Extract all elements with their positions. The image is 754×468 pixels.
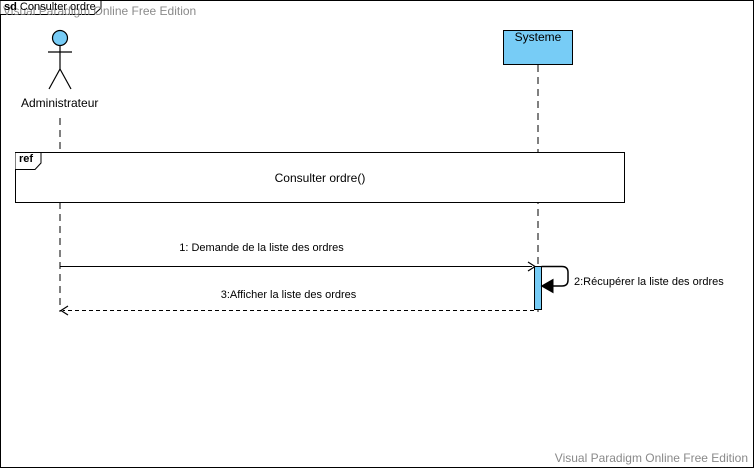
ref-keyword: ref (19, 153, 34, 165)
message-2-self-line (541, 265, 569, 287)
watermark-bottom: Visual Paradigm Online Free Edition (554, 451, 748, 465)
systeme-label: Systeme (514, 30, 562, 44)
frame-label: sd Consulter ordre (4, 1, 96, 14)
activation-bar (534, 266, 542, 310)
message-1-arrowhead (527, 261, 537, 272)
actor-label: Administrateur (21, 96, 99, 110)
ref-frame (15, 152, 625, 203)
frame-tag: sd (4, 1, 17, 13)
ref-tag-box (15, 152, 42, 170)
message-3-arrowhead (59, 305, 69, 316)
actor-icon (48, 29, 72, 90)
systeme-head-box (503, 30, 573, 65)
message-1-label: 1: Demande de la liste des ordres (179, 242, 344, 254)
frame-name: Consulter ordre (19, 1, 96, 13)
ref-text: Consulter ordre() (274, 171, 366, 185)
message-3-label: 3:Afficher la liste des ordres (220, 289, 357, 301)
message-2-arrowhead (540, 278, 554, 294)
frame-tag-box (0, 0, 102, 15)
watermark-top: Visual Paradigm Online Free Edition (3, 4, 197, 18)
message-2-label: 2:Récupérer la liste des ordres (574, 276, 724, 288)
